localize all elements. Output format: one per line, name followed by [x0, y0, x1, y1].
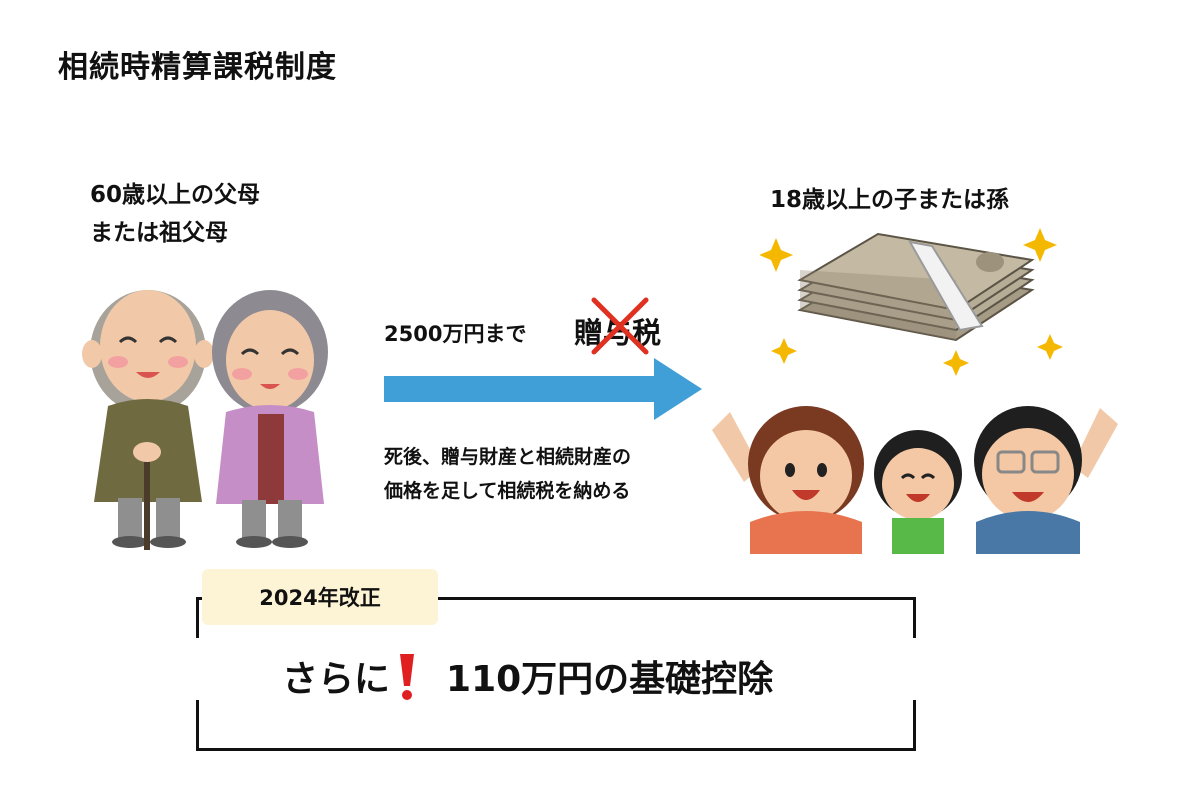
- mother-figure: [712, 406, 864, 554]
- inheritance-note-line-2: 価格を足して相続税を納める: [384, 480, 631, 502]
- page-title: 相続時精算課税制度: [58, 50, 337, 85]
- gift-amount-label: 2500万円まで: [384, 322, 527, 346]
- money-stack-illustration: [760, 228, 1063, 376]
- giver-label-line-2: または祖父母: [90, 220, 228, 246]
- transfer-arrow-icon: [384, 358, 702, 420]
- cheering-family-illustration: [712, 406, 1118, 554]
- receiver-label: 18歳以上の子または孫: [770, 187, 1010, 213]
- inheritance-note-line-1: 死後、贈与財産と相続財産の: [384, 446, 632, 468]
- giver-label-line-1: 60歳以上の父母: [90, 182, 261, 208]
- box-border-gap-left: [180, 638, 220, 700]
- reform-headline: さらに 110万円の基礎控除: [282, 650, 773, 702]
- sparkle-icon: [760, 228, 1063, 376]
- father-figure: [974, 406, 1118, 554]
- exclamation-icon: [400, 654, 415, 700]
- banknote-stack: [797, 232, 1035, 342]
- elderly-couple-illustration: [82, 290, 328, 550]
- grandpa-figure: [82, 290, 214, 550]
- child-figure: [874, 430, 962, 554]
- inheritance-note: 死後、贈与財産と相続財産の 価格を足して相続税を納める: [384, 440, 631, 508]
- cross-mark-icon: [591, 297, 649, 355]
- reform-main-text: 110万円の基礎控除: [446, 659, 774, 700]
- grandma-figure: [212, 290, 328, 548]
- reform-prefix: さらに: [282, 659, 391, 700]
- giver-label: 60歳以上の父母 または祖父母: [90, 176, 260, 252]
- reform-year-tag: 2024年改正: [202, 569, 438, 625]
- box-border-gap-right: [892, 638, 932, 700]
